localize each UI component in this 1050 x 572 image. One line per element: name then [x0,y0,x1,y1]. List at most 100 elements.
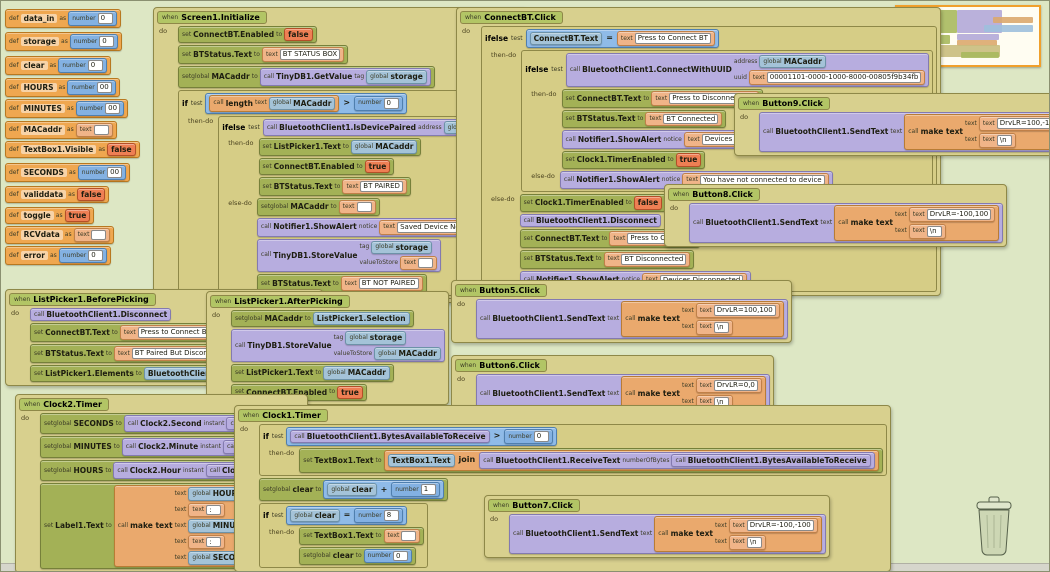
getter-block[interactable]: ListPicker1.Selection [312,312,410,326]
value-field[interactable] [91,230,107,240]
text-block[interactable]: text [400,255,437,270]
text-block[interactable]: text [338,199,376,214]
value-field[interactable]: 8 [383,509,399,521]
value-field[interactable]: \n [746,536,762,548]
value-field[interactable]: 00001101-0000-1000-8000-00805f9b34fb [766,72,922,83]
value-field[interactable] [417,257,433,268]
value-field[interactable]: \n [926,225,942,237]
value-field[interactable] [93,125,109,135]
value-field[interactable]: Press to Connect BT [634,33,711,44]
value-field[interactable]: \n [996,134,1012,146]
text-block[interactable]: text\n [908,223,946,239]
text-block[interactable]: text\n [728,534,766,550]
getter-block[interactable]: ConnectBT.Text [529,31,603,46]
logic-block[interactable]: false [633,196,663,210]
value-field[interactable]: \n [713,321,729,333]
value-field[interactable]: 0 [533,431,549,442]
value-field[interactable]: 0 [97,13,113,24]
text-block[interactable]: text\n [978,132,1016,148]
logic-block[interactable]: true [64,209,91,223]
logic-block[interactable]: true [337,385,363,399]
value-field[interactable]: DrvLR=-100,-100 [746,520,814,531]
trash-can-icon[interactable] [965,495,1023,557]
logic-block[interactable]: false [107,143,136,157]
text-block[interactable]: text\n [695,319,733,335]
value-field[interactable]: DrvLR=100,100 [713,305,776,316]
value-field[interactable]: 1 [420,484,436,495]
value-field[interactable] [401,530,417,541]
value-field[interactable]: 0 [88,250,104,261]
value-field[interactable]: DrvLR=100,-100 [996,118,1049,129]
value-field[interactable]: : [206,536,222,548]
